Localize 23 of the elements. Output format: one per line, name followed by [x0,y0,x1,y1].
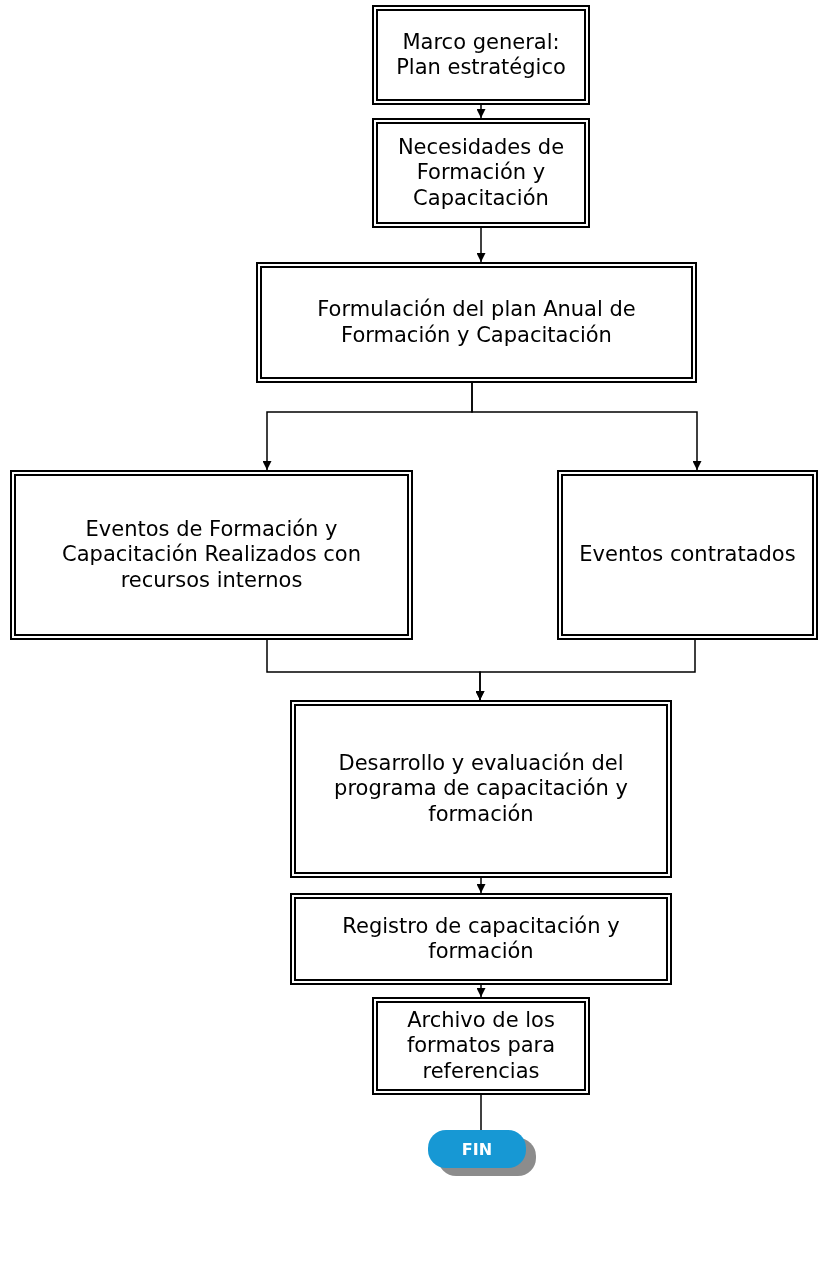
arrow [476,227,486,263]
process-box [10,470,413,640]
arrow [476,877,486,894]
process-box [372,118,590,228]
process-label: Eventos contratados [579,542,796,568]
process-box [372,5,590,105]
arrow [471,382,702,471]
process-label: Formulación del plan Anual de Formación y Capacitación [316,297,637,348]
process-label: Marco general: Plan estratégico [395,29,567,81]
process-label: Necesidades de Formación y Capacitación [396,135,566,211]
arrow [476,104,486,119]
process-box [290,700,672,878]
process-box [372,997,590,1095]
arrow [475,639,696,701]
process-box [290,893,672,985]
arrow [476,984,486,998]
process-label: Archivo de los formatos para referencias [405,1008,557,1084]
process-label: Desarrollo y evaluación del programa de capacitación y formación [333,751,629,827]
process-box [557,470,818,640]
terminal-label: FIN [461,1139,493,1159]
process-box [256,262,697,383]
process-label: Eventos de Formación y Capacitación Realizados con recursos internos [61,517,362,593]
process-label: Registro de capacitación y formación [341,913,621,965]
